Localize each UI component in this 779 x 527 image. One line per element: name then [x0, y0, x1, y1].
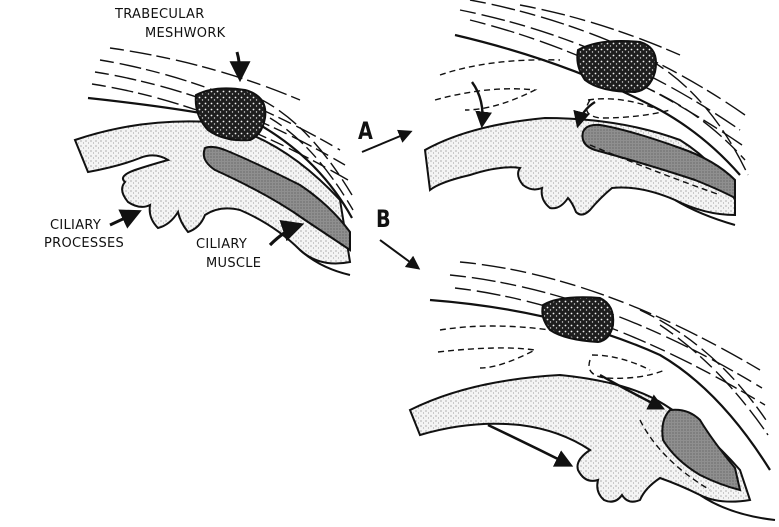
arrow-b-spur [599, 373, 666, 410]
panel-a [423, 0, 749, 226]
label-meshwork: MESHWORK [145, 26, 226, 41]
label-ciliary-muscle-2: MUSCLE [206, 256, 262, 271]
label-ciliary-processes-1: CILIARY [50, 218, 102, 233]
label-ciliary-muscle-1: CILIARY [196, 237, 248, 252]
ciliary-muscle-b [661, 408, 742, 492]
left-panel [73, 47, 354, 276]
ciliary-muscle [202, 145, 351, 252]
trabecular-meshwork-b [541, 296, 615, 344]
arrow-to-processes [109, 209, 142, 229]
trabecular-meshwork-a [576, 40, 657, 94]
arrow-a-pull [471, 81, 492, 129]
arrow-a-spur [573, 100, 596, 129]
outer-boundary-b [429, 298, 771, 471]
label-trabecular: TRABECULAR [115, 7, 205, 22]
arrow-to-panel-b [379, 239, 421, 270]
label-panel-b: B [376, 205, 391, 233]
label-panel-a: A [358, 117, 373, 145]
prior-position-b [437, 325, 666, 431]
panel-b [408, 261, 776, 521]
ciliary-muscle-a [581, 123, 736, 200]
arrow-to-meshwork [229, 51, 251, 83]
arrow-to-panel-a [361, 129, 413, 153]
trabecular-meshwork [194, 87, 267, 142]
arrow-to-muscle [268, 220, 305, 247]
label-ciliary-processes-2: PROCESSES [44, 236, 125, 251]
arrow-b-forward [487, 423, 574, 467]
outer-boundary-a [454, 33, 741, 176]
